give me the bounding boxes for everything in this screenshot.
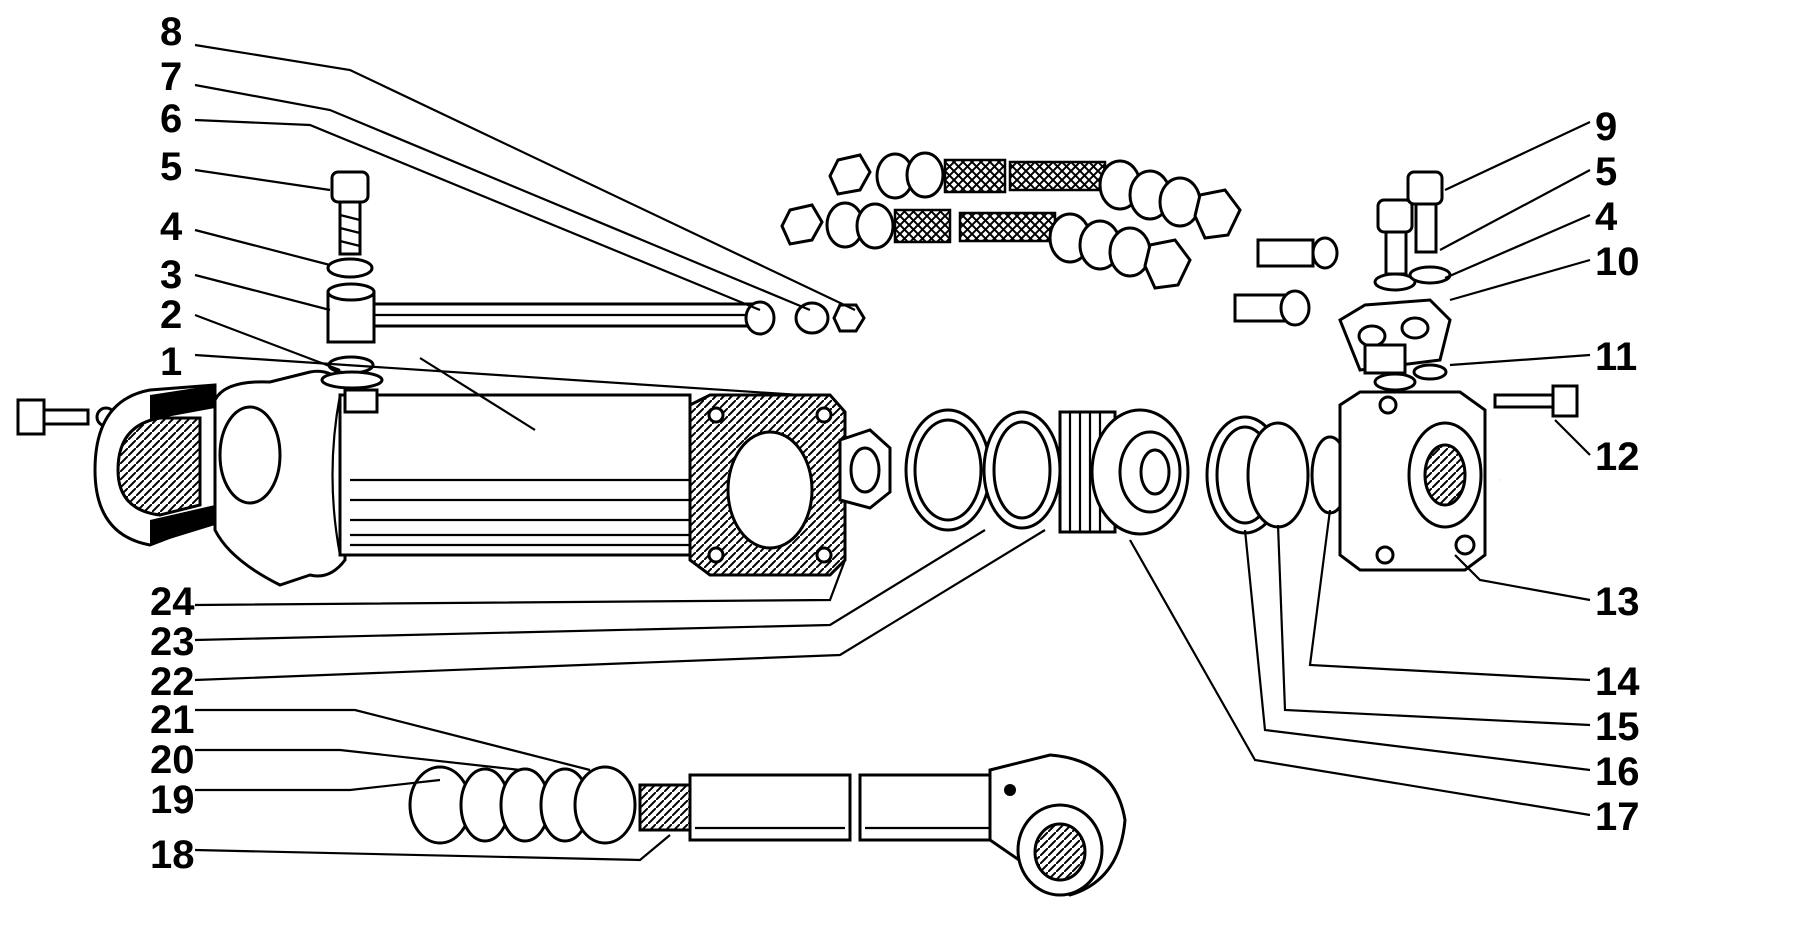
callout-8: 8 [160, 10, 182, 54]
flange-nut [838, 428, 892, 510]
return-pipe [333, 476, 1529, 819]
piston-ring-22 [904, 408, 992, 532]
piston-ring-23 [982, 410, 1062, 530]
callout-18: 18 [150, 833, 195, 877]
cap-bolt-12 [1493, 384, 1579, 418]
callout-2: 2 [160, 293, 182, 337]
callout-6: 6 [160, 97, 182, 141]
seal-15 [1246, 421, 1310, 529]
flex-hose-upper [828, 151, 1242, 240]
callout-9: 9 [1595, 105, 1617, 149]
callout-24: 24 [150, 580, 195, 624]
callout-labels: 8 7 6 5 4 3 2 1 24 23 22 21 20 19 18 9 5… [150, 10, 1640, 877]
callout-11: 11 [1595, 335, 1637, 379]
callout-13: 13 [1595, 580, 1640, 624]
callout-14: 14 [1595, 660, 1640, 704]
pipe-end-fittings [744, 300, 866, 336]
rod-eye [988, 753, 1127, 897]
banjo-bolt-left [326, 170, 374, 279]
cylinder-flange [688, 393, 847, 577]
callout-4-right: 4 [1595, 195, 1618, 239]
callout-1: 1 [160, 340, 182, 384]
callout-17: 17 [1595, 795, 1640, 839]
cylinder-body [213, 369, 692, 587]
callout-7: 7 [160, 55, 182, 99]
clevis-bracket [93, 383, 217, 547]
callout-21: 21 [150, 698, 195, 742]
callout-10: 10 [1595, 240, 1640, 284]
callout-19: 19 [150, 778, 195, 822]
end-cap [1338, 390, 1487, 572]
callout-15: 15 [1595, 705, 1640, 749]
leader-lines [194, 43, 1591, 862]
callout-20: 20 [150, 738, 195, 782]
banjo-bolts-right [1373, 170, 1452, 292]
flex-hose-lower [780, 201, 1192, 290]
callout-16: 16 [1595, 750, 1640, 794]
piston [1058, 408, 1190, 536]
banjo-fitting-left [320, 282, 756, 390]
callout-22: 22 [150, 660, 195, 704]
right-nipples [1233, 236, 1339, 327]
callout-4: 4 [160, 205, 183, 249]
callout-3: 3 [160, 253, 182, 297]
callout-5-right: 5 [1595, 150, 1617, 194]
callout-5: 5 [160, 145, 182, 189]
end-cap-banjo [1338, 298, 1452, 392]
callout-23: 23 [150, 620, 195, 664]
rod-seal-set [408, 765, 637, 845]
piston-rod [638, 773, 1002, 842]
callout-12: 12 [1595, 435, 1640, 479]
